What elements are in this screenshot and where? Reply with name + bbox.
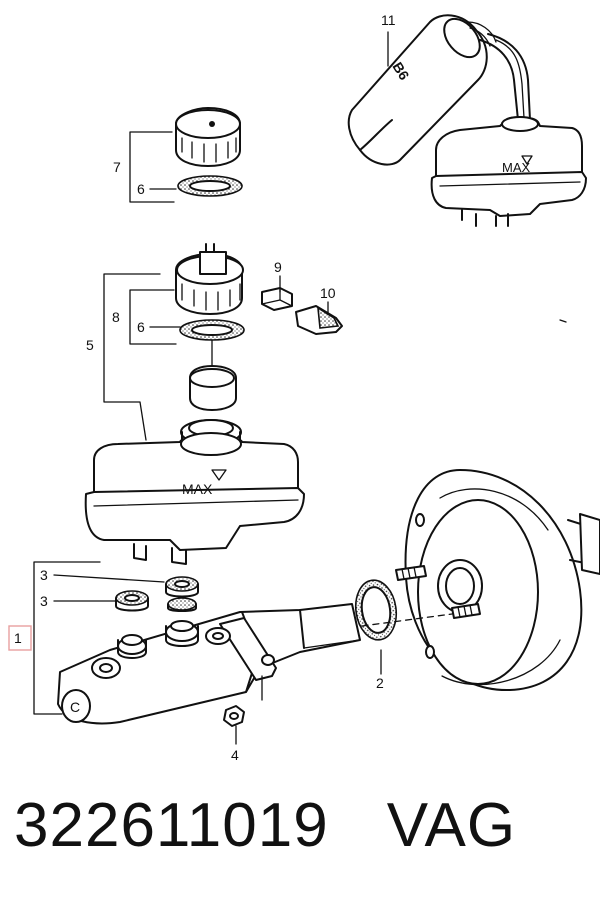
callout-3-upper: 3 [40,567,48,583]
callout-9: 9 [274,259,282,275]
brand-text: VAG [386,791,517,860]
callout-3-lower: 3 [40,593,48,609]
connector-10-illustration [295,305,343,335]
booster-alignment-line [361,613,453,627]
callout-7: 7 [113,159,121,175]
callout-5: 5 [86,337,94,353]
master-cylinder-illustration: C [57,603,361,725]
fluid-bottle-illustration: B6 [347,14,531,166]
reservoir-cap-7-illustration [175,107,241,167]
reservoir-float-illustration [189,365,237,411]
cap-seal-6-lower-illustration [179,319,245,341]
brake-booster-illustration [404,469,600,692]
booster-stud-upper-illustration [395,565,427,581]
top-reservoir-max-text: MAX [502,160,531,175]
callout-6-upper: 6 [137,181,145,197]
footer-caption: 322611019 VAG [14,790,516,861]
bracket-5 [103,273,161,441]
nut-4-illustration [223,705,245,727]
part-number-text: 322611019 [14,791,329,860]
callout-10: 10 [320,285,336,301]
cylinder-letter-text: C [70,699,80,715]
callout-1-highlight-box [8,625,32,651]
grommet-3-right-illustration [167,597,197,612]
stray-mark [559,319,567,323]
callout-11: 11 [381,12,396,28]
main-fluid-reservoir-illustration: MAX [84,432,305,565]
grommet-3-upper-illustration [165,576,199,598]
bracket-7 [129,131,175,203]
level-sensor-plug-9-illustration [261,287,293,311]
main-reservoir-max-text: MAX [182,481,213,497]
booster-stud-lower-illustration [451,603,481,619]
top-reservoir-illustration: MAX [430,116,587,227]
callout-2: 2 [376,675,384,691]
reservoir-cap-8-illustration [175,243,244,315]
callout-1: 1 [14,630,22,646]
bracket-1 [33,561,101,715]
callout-4: 4 [231,747,239,763]
bracket-8 [129,289,177,345]
grommet-3-lower-illustration [115,590,149,612]
cap-seal-6-upper-illustration [177,175,243,197]
callout-8: 8 [112,309,120,325]
callout-6-lower: 6 [137,319,145,335]
